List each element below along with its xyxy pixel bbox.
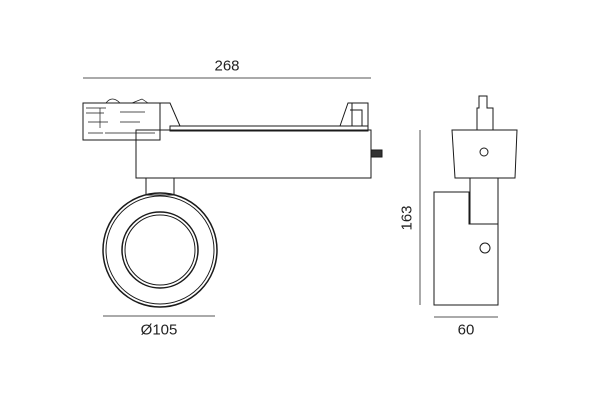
plug [476,95,494,131]
right-clip [339,102,369,127]
height-label: 163 [398,205,416,231]
top-screw-icon [479,147,489,157]
lower-screw-icon [479,242,491,254]
length-label: 268 [214,57,240,75]
adapter-slope [160,102,181,127]
main-housing [135,129,372,179]
neck [145,177,175,196]
lower-body [433,191,499,306]
adapter-detail [86,98,155,134]
lens [124,214,196,286]
front-view [82,77,383,317]
track-adapter [82,102,161,141]
lamp-outer-ring [102,192,218,308]
side-neck [469,177,499,225]
top-block [451,129,518,179]
top-bar [169,125,369,132]
lamp-mid-ring [105,195,215,305]
lamp-inner-ring [121,211,199,289]
width-label: 60 [457,321,475,339]
side-view [419,95,518,318]
knob [370,149,383,158]
diameter-label: Ø105 [140,321,178,339]
